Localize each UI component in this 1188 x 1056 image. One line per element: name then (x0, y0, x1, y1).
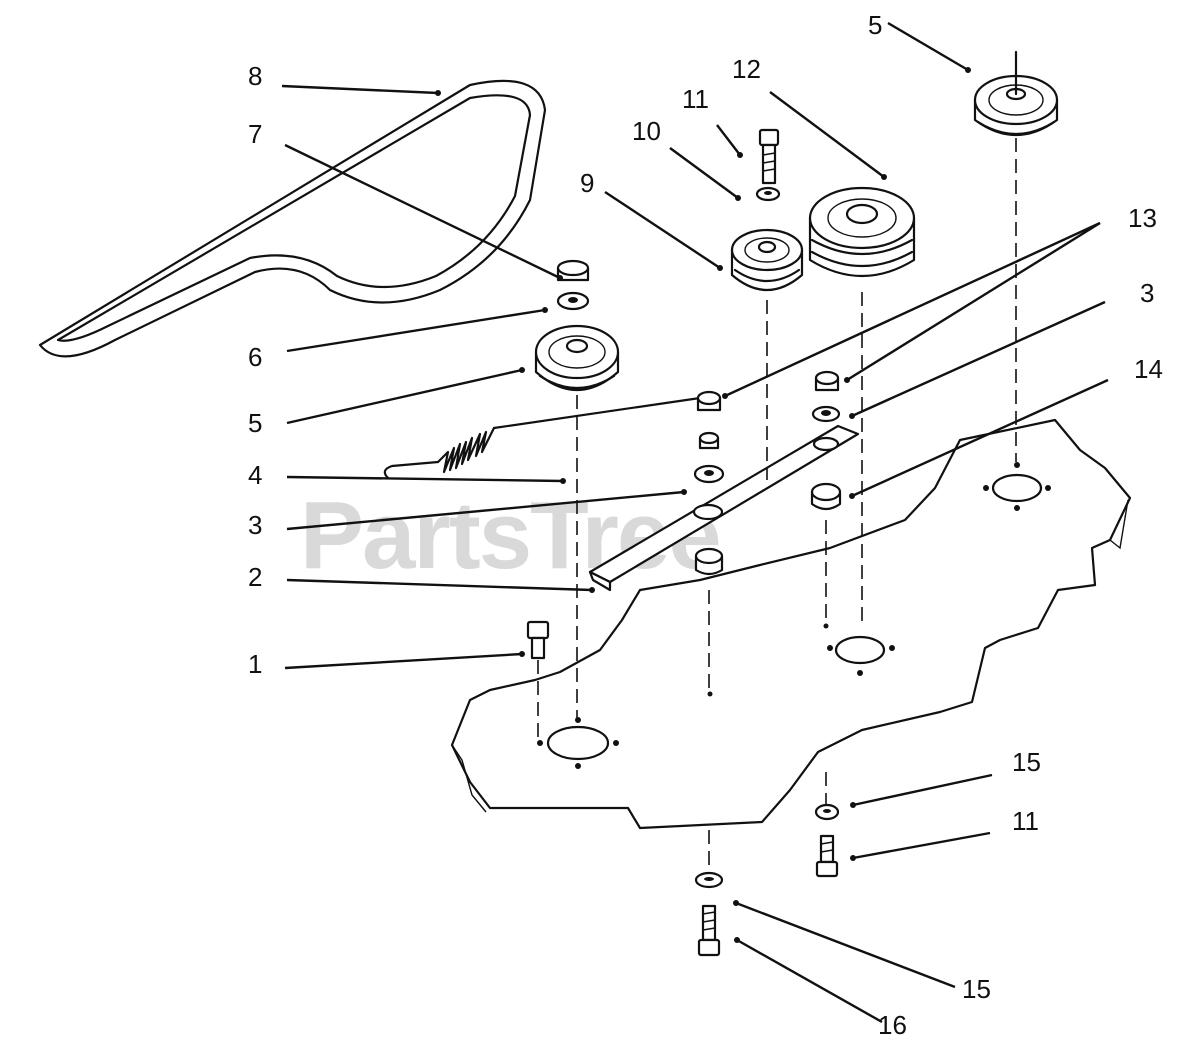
right-pulley (973, 50, 1059, 137)
bracket-nut-right (814, 370, 840, 392)
assembly-centerlines (537, 138, 1017, 872)
callout-15-right: 15 (1012, 747, 1041, 777)
callout-2: 2 (248, 562, 262, 592)
callout-3-right: 3 (1140, 278, 1154, 308)
idler-bracket (588, 424, 860, 592)
left-washer (556, 291, 590, 311)
callout-15-bottom: 15 (962, 974, 991, 1004)
callout-13: 13 (1128, 203, 1157, 233)
callout-16: 16 (878, 1010, 907, 1040)
bracket-washer-right (811, 405, 841, 423)
left-idler-pulley (534, 324, 620, 391)
callout-5-left: 5 (248, 408, 262, 438)
washer-10 (755, 186, 781, 202)
washer-15-right (814, 803, 840, 821)
washer-15-bottom (694, 871, 724, 889)
left-nut (556, 259, 590, 282)
callout-4: 4 (248, 460, 262, 490)
drive-belt (38, 79, 547, 358)
callout-11-top: 11 (682, 84, 709, 114)
bolt-11-bottom (815, 834, 839, 878)
tension-spring (383, 396, 702, 480)
callout-12: 12 (732, 54, 761, 84)
pulley-12 (808, 186, 916, 277)
bracket-nut-left (696, 390, 722, 412)
bracket-washer-left (698, 431, 720, 450)
callout-1: 1 (248, 649, 262, 679)
bracket-spacer-left (693, 464, 725, 484)
bolt-11-top (758, 128, 780, 185)
bracket-bushing (694, 547, 724, 576)
bolt-16 (697, 904, 721, 957)
callout-3-left: 3 (248, 510, 262, 540)
callout-9: 9 (580, 168, 594, 198)
callout-11-bottom: 11 (1012, 806, 1039, 836)
callout-10: 10 (632, 116, 661, 146)
callout-5-right: 5 (868, 10, 882, 40)
bolt-1 (526, 620, 550, 660)
callout-8: 8 (248, 61, 262, 91)
callout-6: 6 (248, 342, 262, 372)
callout-7: 7 (248, 119, 262, 149)
pulley-9 (730, 228, 804, 292)
spacer-14 (810, 482, 842, 511)
leader-lines (281, 21, 1109, 1024)
callout-14: 14 (1134, 354, 1163, 384)
